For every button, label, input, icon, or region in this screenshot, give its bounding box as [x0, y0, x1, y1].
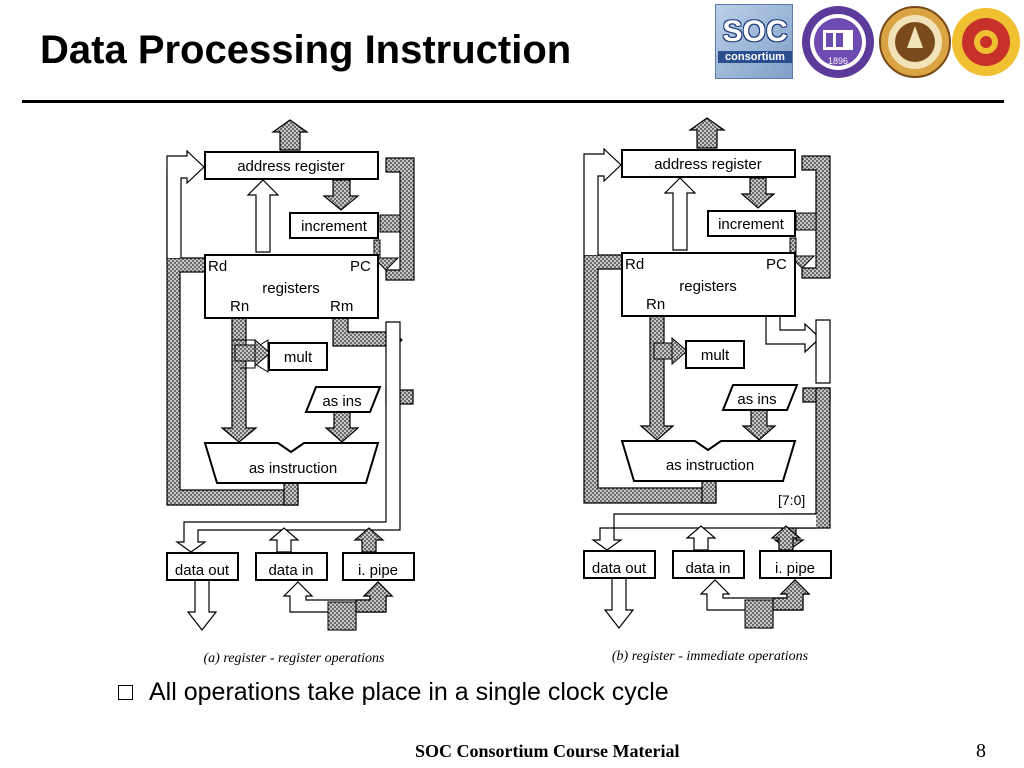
logo-strip: SOC consortium 1896: [715, 4, 1020, 80]
diagram-a-data-in-box: [255, 552, 328, 581]
diagram-b-as-ins-label: as ins: [737, 391, 776, 408]
diagram-b-rn-label: Rn: [646, 296, 665, 313]
diagram-a-as-ins-box: [304, 386, 382, 413]
diagram-b-rn-arrow: [639, 315, 675, 441]
diagram-b-i-pipe-label: i. pipe: [775, 560, 815, 577]
diagram-b-registers-label: registers: [679, 278, 737, 295]
diagram-a-alu-box: [203, 442, 380, 484]
diagram-a-rn-arrow: [220, 317, 258, 443]
diagram-a-rm-label: Rm: [330, 298, 353, 315]
bullet-text: All operations take place in a single cl…: [149, 678, 669, 706]
diagram-a-rn-label: Rn: [230, 298, 249, 315]
diagram-b-data-in-label: data in: [685, 560, 730, 577]
diagram-a-data-out-box: [166, 552, 239, 581]
diagram-a-data-out-label: data out: [175, 562, 230, 579]
diagram-a-as-instruction-label: as instruction: [249, 460, 337, 477]
diagram-b-data-out-label: data out: [592, 560, 647, 577]
diagram-a-to-mult-arrow: [234, 344, 256, 362]
diagram-b-mult-box: [685, 340, 745, 369]
diagram-a-address-register-label: address register: [237, 158, 345, 175]
diagram-b-increment-box: [707, 210, 796, 237]
university-seal-red-icon: [952, 8, 1020, 76]
diagram-b-address-out-arrow: [688, 117, 726, 149]
diagram-b-pc-label: PC: [766, 256, 787, 273]
title-divider: [22, 100, 1004, 103]
diagram-a-mult-label: mult: [284, 349, 313, 366]
diagram-a-increment-box: [289, 212, 379, 239]
diagram-a-registers-box: [204, 254, 379, 319]
diagram-b-i-pipe-box: [759, 550, 832, 579]
diagram-a-address-out-arrow: [271, 119, 309, 151]
diagram-a-as-ins-label: as ins: [322, 393, 361, 410]
diagram-a-pc-label: PC: [350, 258, 371, 275]
diagram-b-data-out-box: [583, 550, 656, 579]
diagram-a-address-register-box: [204, 151, 379, 180]
diagram-a-i-pipe-label: i. pipe: [358, 562, 398, 579]
diagram-b-increment-label: increment: [718, 216, 785, 233]
diagram-a-data-in-label: data in: [268, 562, 313, 579]
university-seal-purple-icon: 1896: [802, 6, 874, 78]
diagram-b-immediate-field-label: [7:0]: [778, 492, 805, 508]
diagram-b-registers-box: [621, 252, 796, 317]
diagram-b-data-in-box: [672, 550, 745, 579]
checkbox-bullet-icon: [118, 685, 133, 700]
soc-logo-text: SOC: [722, 15, 788, 48]
diagram-b-address-register-label: address register: [654, 156, 762, 173]
diagram-a-caption: (a) register - register operations: [204, 651, 385, 666]
diagram-b-mult-label: mult: [701, 347, 730, 364]
soc-consortium-logo: SOC consortium: [715, 4, 793, 79]
diagram-a-rd-label: Rd: [208, 258, 227, 275]
diagram-a-mult-box: [268, 342, 328, 371]
diagram-b-address-register-box: [621, 149, 796, 178]
datapath-diagrams: address register increment Rd PC registe…: [166, 117, 832, 666]
page-number: 8: [976, 740, 986, 762]
diagram-a-i-pipe-box: [342, 552, 415, 581]
diagram-b-alu-box: [620, 440, 797, 482]
seal-year-text: 1896: [828, 56, 848, 66]
diagram-a-registers-label: registers: [262, 280, 320, 297]
slide-title: Data Processing Instruction: [40, 28, 572, 72]
footer-text: SOC Consortium Course Material: [415, 741, 680, 761]
diagram-a-increment-label: increment: [301, 218, 368, 235]
diagram-b-as-instruction-label: as instruction: [666, 457, 754, 474]
diagram-b-rd-label: Rd: [625, 256, 644, 273]
soc-logo-subtext: consortium: [718, 51, 792, 63]
diagram-a: address register increment Rd PC registe…: [166, 119, 415, 666]
diagram-b-caption: (b) register - immediate operations: [612, 649, 809, 664]
university-seal-gold-icon: [879, 6, 951, 78]
diagram-b-as-ins-box: [721, 384, 799, 411]
diagram-b: address register increment Rd PC registe…: [583, 117, 832, 664]
bullet-item: All operations take place in a single cl…: [118, 678, 669, 707]
